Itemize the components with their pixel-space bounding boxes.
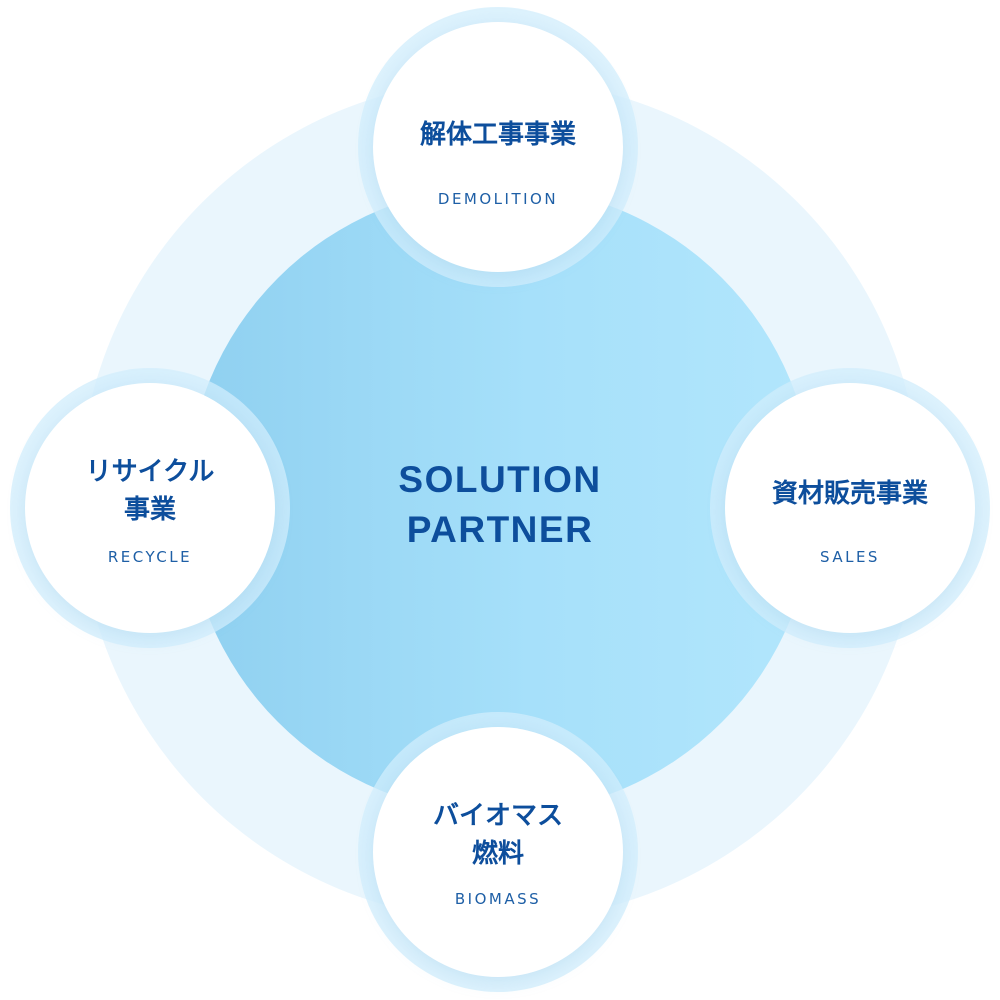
node-biomass-sub: BIOMASS	[454, 890, 542, 908]
node-demolition-label: 解体工事事業	[373, 116, 623, 154]
node-biomass-label-line-2: 燃料	[471, 839, 524, 869]
core-title-line-2: PARTNER	[406, 509, 594, 550]
node-recycle-label: リサイクル 事業	[25, 453, 275, 529]
node-sales-label: 資材販売事業	[725, 475, 975, 513]
core-title: SOLUTION PARTNER	[300, 455, 700, 555]
node-sales-circle: 資材販売事業 SALES	[725, 383, 975, 633]
core-title-line-1: SOLUTION	[398, 459, 602, 500]
node-biomass: バイオマス 燃料 BIOMASS	[358, 712, 638, 992]
node-demolition-circle: 解体工事事業 DEMOLITION	[373, 22, 623, 272]
core-circle	[186, 186, 814, 814]
node-recycle: リサイクル 事業 RECYCLE	[10, 368, 290, 648]
node-recycle-label-line-2: 事業	[123, 495, 176, 525]
node-sales-sub: SALES	[820, 548, 880, 566]
node-demolition: 解体工事事業 DEMOLITION	[358, 7, 638, 287]
node-demolition-label-line-1: 解体工事事業	[419, 120, 576, 150]
node-sales-label-line-1: 資材販売事業	[771, 479, 928, 509]
node-sales: 資材販売事業 SALES	[710, 368, 990, 648]
node-recycle-sub: RECYCLE	[107, 548, 193, 566]
node-recycle-circle: リサイクル 事業 RECYCLE	[25, 383, 275, 633]
node-biomass-label-line-1: バイオマス	[432, 801, 563, 831]
node-recycle-label-line-1: リサイクル	[85, 457, 215, 487]
node-biomass-circle: バイオマス 燃料 BIOMASS	[373, 727, 623, 977]
node-demolition-sub: DEMOLITION	[437, 190, 559, 208]
node-biomass-label: バイオマス 燃料	[373, 797, 623, 873]
